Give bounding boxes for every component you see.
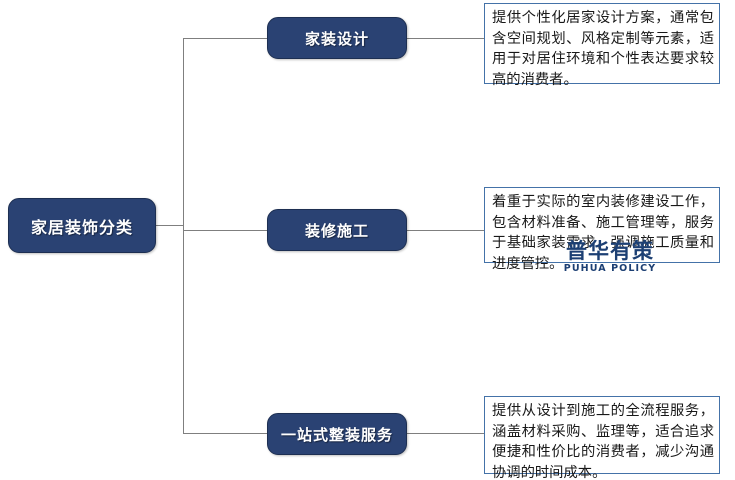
connector-trunk-to-branch-1 [183,38,268,39]
connector-branch-2-to-desc [406,230,485,231]
description-box-home-design: 提供个性化居家设计方案，通常包含空间规划、风格定制等元素，适用于对居住环境和个性… [484,3,720,88]
branch-node-label: 一站式整装服务 [280,425,393,444]
branch-node-home-design[interactable]: 家装设计 [267,17,407,59]
root-node-label: 家居装饰分类 [30,217,133,237]
branch-node-renovation-construction[interactable]: 装修施工 [267,209,407,251]
connector-root-to-trunk [156,225,184,226]
connector-trunk-to-branch-3 [183,433,268,434]
description-box-one-stop-service: 提供从设计到施工的全流程服务，涵盖材料采购、监理等，适合追求便捷和性价比的消费者… [484,396,720,480]
branch-node-label: 装修施工 [304,221,369,240]
root-node[interactable]: 家居装饰分类 [8,198,156,253]
connector-trunk-to-branch-2 [183,230,268,231]
connector-branch-1-to-desc [406,38,485,39]
connector-branch-3-to-desc [406,433,485,434]
connector-trunk [183,38,184,434]
description-box-renovation-construction: 着重于实际的室内装修建设工作，包含材料准备、施工管理等，服务于基础家装需求，强调… [484,187,720,272]
branch-node-one-stop-service[interactable]: 一站式整装服务 [267,413,407,455]
branch-node-label: 家装设计 [304,29,369,48]
